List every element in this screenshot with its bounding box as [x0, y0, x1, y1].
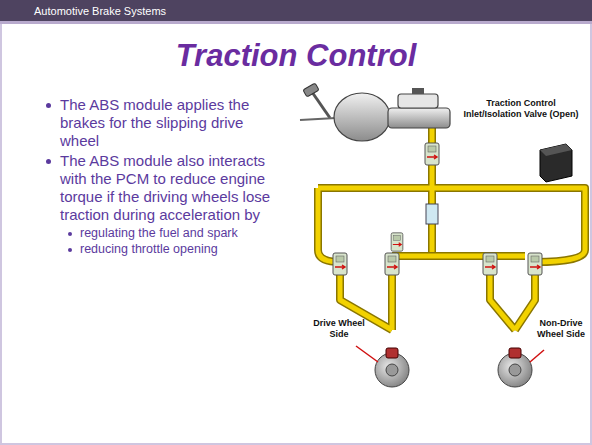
control-module — [540, 144, 572, 182]
slide-title: Traction Control — [0, 38, 592, 74]
bullet-dot — [68, 232, 72, 236]
abs-valve — [528, 253, 542, 275]
bullet-dot — [46, 103, 51, 108]
bullet-item: regulating the fuel and spark — [40, 226, 286, 241]
bullet-list: The ABS module applies the brakes for th… — [40, 96, 286, 258]
leader-line — [356, 346, 378, 362]
check-valve — [391, 233, 403, 251]
bullet-text: The ABS module applies the brakes for th… — [60, 96, 286, 150]
header-text: Automotive Brake Systems — [34, 4, 592, 18]
wheel-label: Non-Drive Wheel Side — [534, 318, 588, 340]
pedal-booster — [300, 83, 450, 141]
bullet-dot — [68, 248, 72, 252]
abs-valve — [385, 253, 399, 275]
proportioning-valve — [426, 204, 438, 224]
bullet-item: reducing throttle opening — [40, 242, 286, 257]
bullet-item: The ABS module applies the brakes for th… — [40, 96, 286, 150]
header-rule — [0, 21, 592, 24]
non-drive-wheel-brake — [498, 348, 532, 387]
abs-valve — [483, 253, 497, 275]
drive-wheel-brake — [375, 348, 409, 387]
abs-valve — [333, 253, 347, 275]
sub-bullet-text: reducing throttle opening — [80, 242, 286, 257]
leader-line — [530, 350, 544, 362]
bullet-dot — [46, 159, 51, 164]
valve-label: Traction Control Inlet/Isolation Valve (… — [462, 98, 580, 120]
bullet-text: The ABS module also interacts with the P… — [60, 152, 286, 224]
brake-lines — [318, 128, 585, 330]
bullet-item: The ABS module also interacts with the P… — [40, 152, 286, 224]
slide-frame — [1, 21, 591, 444]
wheel-label: Drive Wheel Side — [312, 318, 366, 340]
isolation-valve — [425, 143, 439, 165]
header-band: Automotive Brake Systems — [0, 0, 592, 21]
sub-bullet-text: regulating the fuel and spark — [80, 226, 286, 241]
